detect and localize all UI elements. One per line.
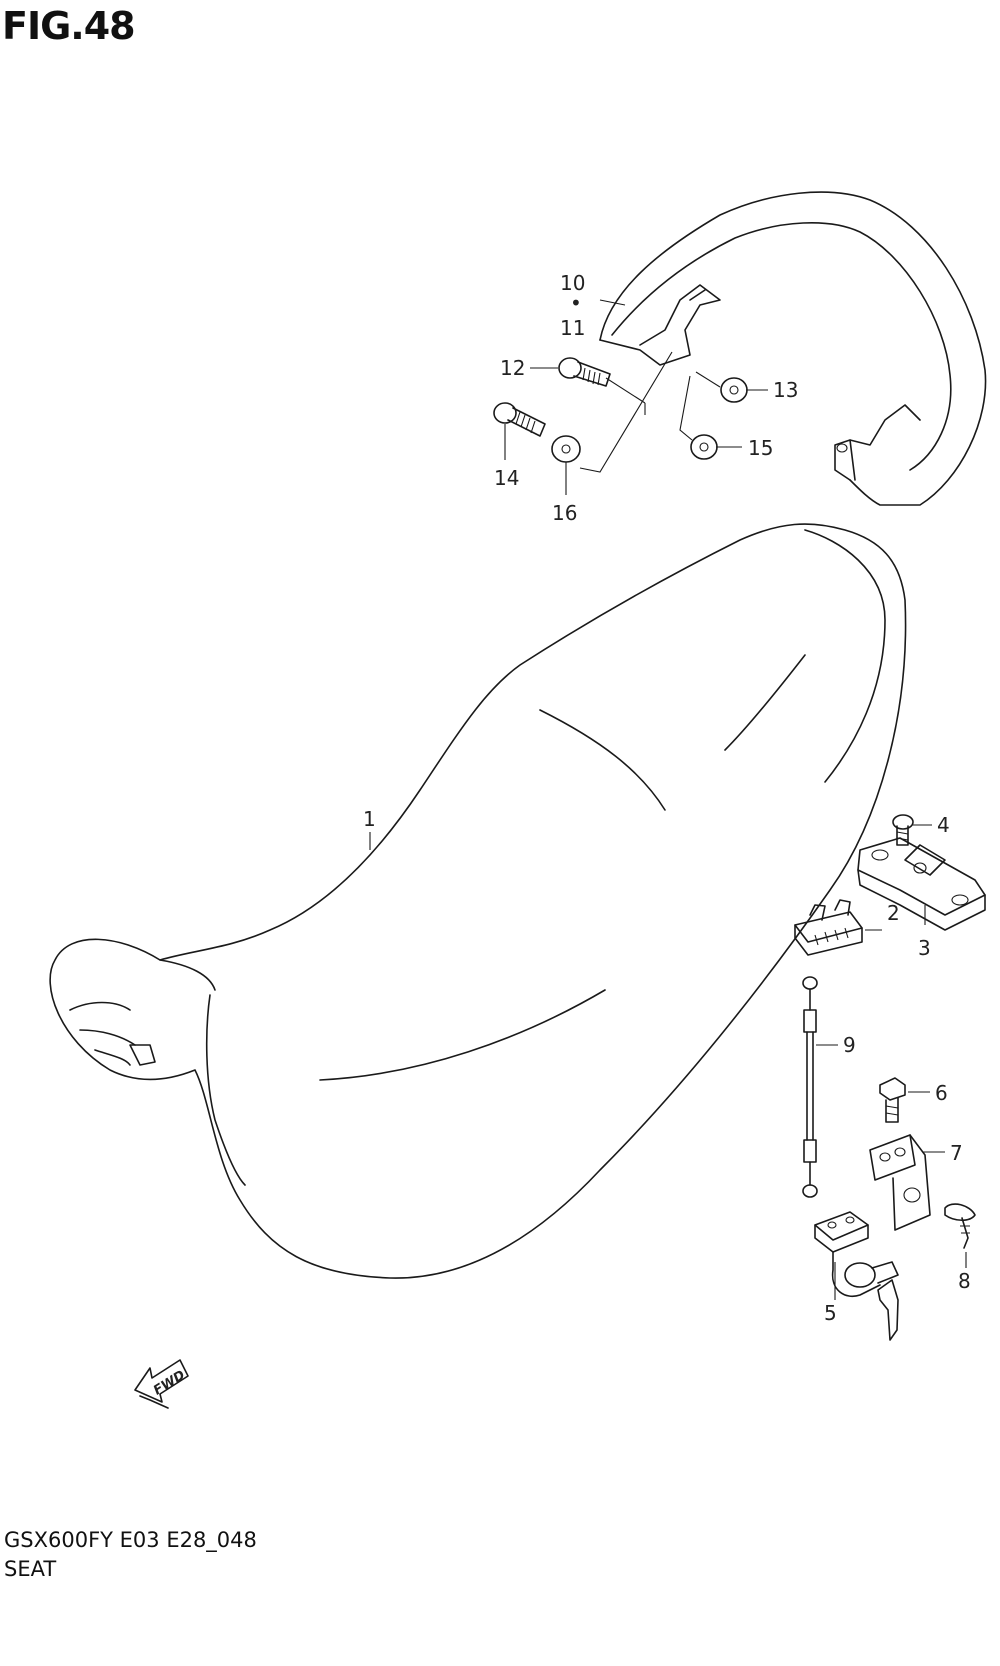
bolt-12[interactable] xyxy=(558,357,611,387)
callout-9: 9 xyxy=(843,1033,856,1057)
bolt-6[interactable] xyxy=(879,1077,930,1123)
callout-6: 6 xyxy=(935,1081,948,1105)
callout-16: 16 xyxy=(552,501,577,525)
bracket-7[interactable] xyxy=(869,1134,945,1231)
lock-5[interactable] xyxy=(814,1211,899,1341)
figure-code: GSX600FY E03 E28_048 xyxy=(4,1528,257,1552)
grab-rail-part[interactable] xyxy=(599,191,987,506)
figure-title: FIG.48 xyxy=(2,4,136,48)
callout-13: 13 xyxy=(773,378,798,402)
callout-12: 12 xyxy=(500,356,525,380)
callout-4: 4 xyxy=(937,813,950,837)
screw-8[interactable] xyxy=(944,1203,976,1268)
figure-name: SEAT xyxy=(4,1557,57,1581)
callout-15: 15 xyxy=(748,436,773,460)
fwd-label: FWD xyxy=(151,1368,188,1399)
callout-5: 5 xyxy=(824,1301,837,1325)
callout-1: 1 xyxy=(363,807,376,831)
washer-15[interactable] xyxy=(690,434,718,460)
callout-10: 10 xyxy=(560,271,585,295)
callout-14: 14 xyxy=(494,466,519,490)
washer-16[interactable] xyxy=(551,435,581,463)
forward-arrow-icon: FWD xyxy=(134,1359,189,1409)
callout-11: 11 xyxy=(560,316,585,340)
seat-part[interactable] xyxy=(49,523,907,1279)
callout-3: 3 xyxy=(918,936,931,960)
callout-2: 2 xyxy=(887,901,900,925)
rubber-2[interactable] xyxy=(794,899,882,956)
bolt-14[interactable] xyxy=(493,402,546,437)
bracket-3[interactable] xyxy=(857,837,986,931)
screw-4[interactable] xyxy=(892,814,932,846)
cable-9[interactable] xyxy=(802,976,838,1198)
callout-8: 8 xyxy=(958,1269,971,1293)
callout-separator: • xyxy=(570,291,582,315)
callout-7: 7 xyxy=(950,1141,963,1165)
washer-13[interactable] xyxy=(720,377,748,403)
